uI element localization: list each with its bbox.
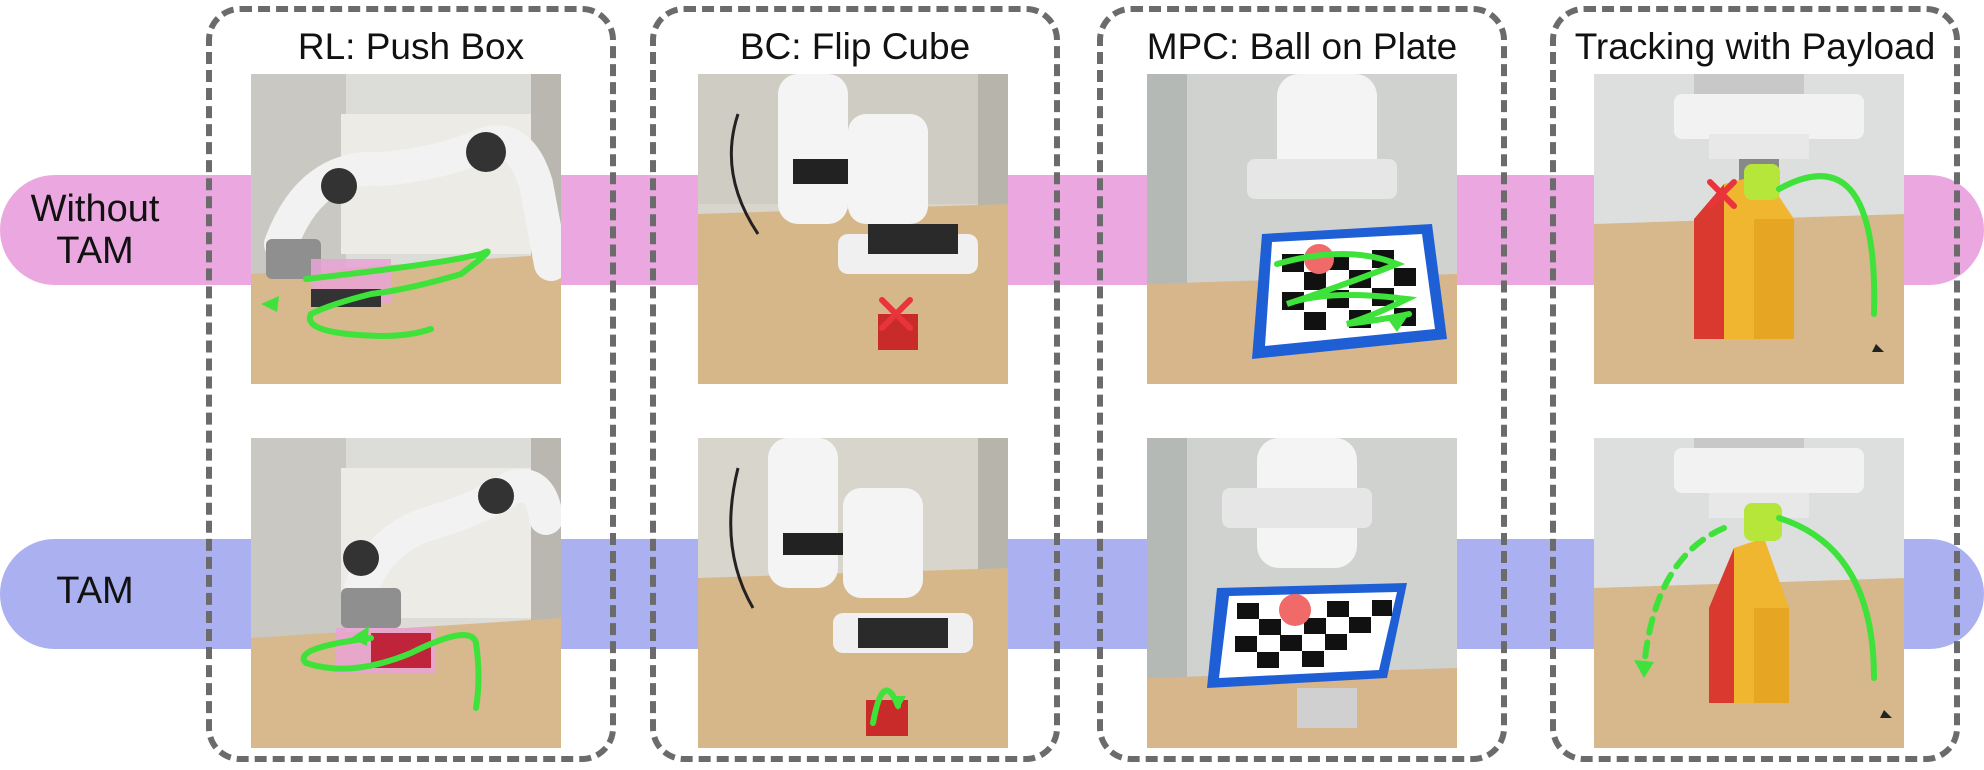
failure-x-icon [1707, 179, 1737, 209]
panel-title: MPC: Ball on Plate [1146, 26, 1458, 67]
failure-x-icon [879, 297, 913, 331]
panel-bc-flip-cube: BC: Flip Cube [650, 6, 1060, 762]
photo-mpc-ball-on-plate-without-tam [1147, 74, 1457, 384]
row-label-without-line1: Without [30, 188, 160, 230]
photo-bc-flip-cube-tam [698, 438, 1008, 748]
panel-title: BC: Flip Cube [739, 26, 971, 67]
photo-tracking-with-payload-without-tam [1594, 74, 1904, 384]
photo-mpc-ball-on-plate-tam [1147, 438, 1457, 748]
photo-rl-push-box-tam [251, 438, 561, 748]
panel-title: RL: Push Box [297, 26, 525, 67]
panel-title: Tracking with Payload [1574, 26, 1936, 67]
panel-mpc-ball-on-plate: MPC: Ball on Plate [1097, 6, 1507, 762]
row-label-without-tam: Without TAM [0, 188, 190, 272]
row-label-tam: TAM [56, 570, 134, 612]
panel-rl-push-box: RL: Push Box [206, 6, 616, 762]
photo-bc-flip-cube-without-tam [698, 74, 1008, 384]
row-label-without-line2: TAM [56, 230, 134, 272]
photo-tracking-with-payload-tam [1594, 438, 1904, 748]
photo-rl-push-box-without-tam [251, 74, 561, 384]
panel-tracking-with-payload: Tracking with Payload [1550, 6, 1960, 762]
